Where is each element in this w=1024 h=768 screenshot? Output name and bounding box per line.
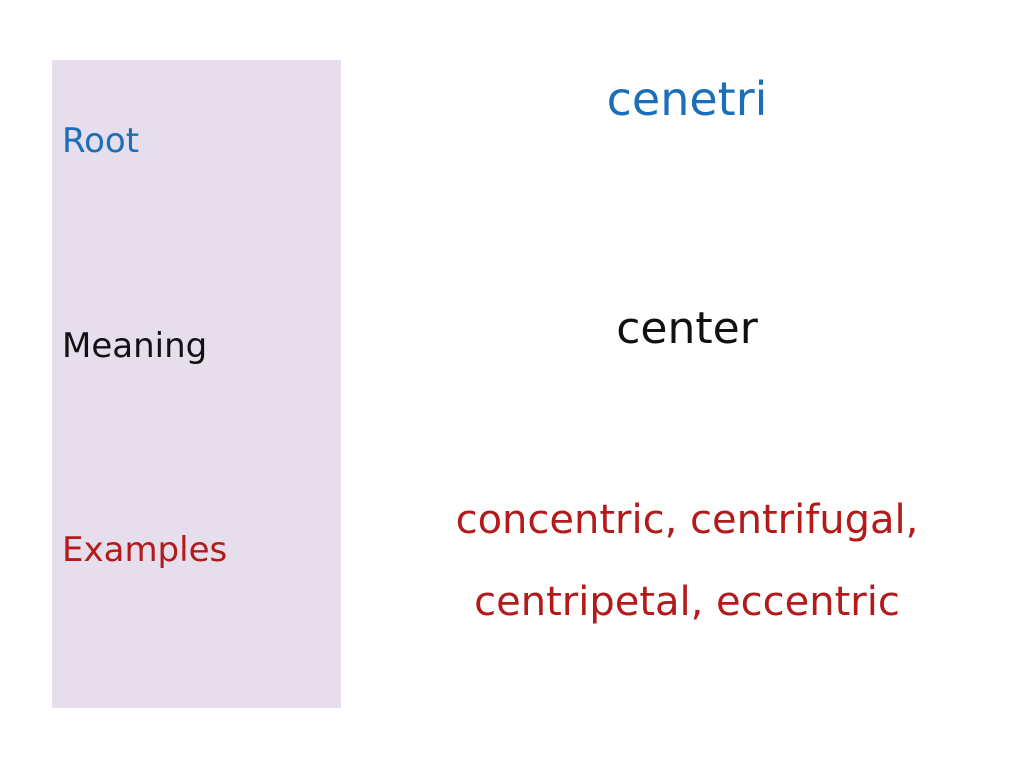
- examples-value-line-2: centripetal, eccentric: [474, 579, 900, 625]
- root-label: Root: [62, 121, 140, 161]
- examples-label: Examples: [62, 530, 228, 570]
- root-value: cenetri: [606, 72, 768, 126]
- labels-panel: [52, 60, 341, 708]
- meaning-value: center: [616, 303, 758, 354]
- meaning-label: Meaning: [62, 326, 208, 366]
- examples-value-line-1: concentric, centrifugal,: [455, 497, 919, 543]
